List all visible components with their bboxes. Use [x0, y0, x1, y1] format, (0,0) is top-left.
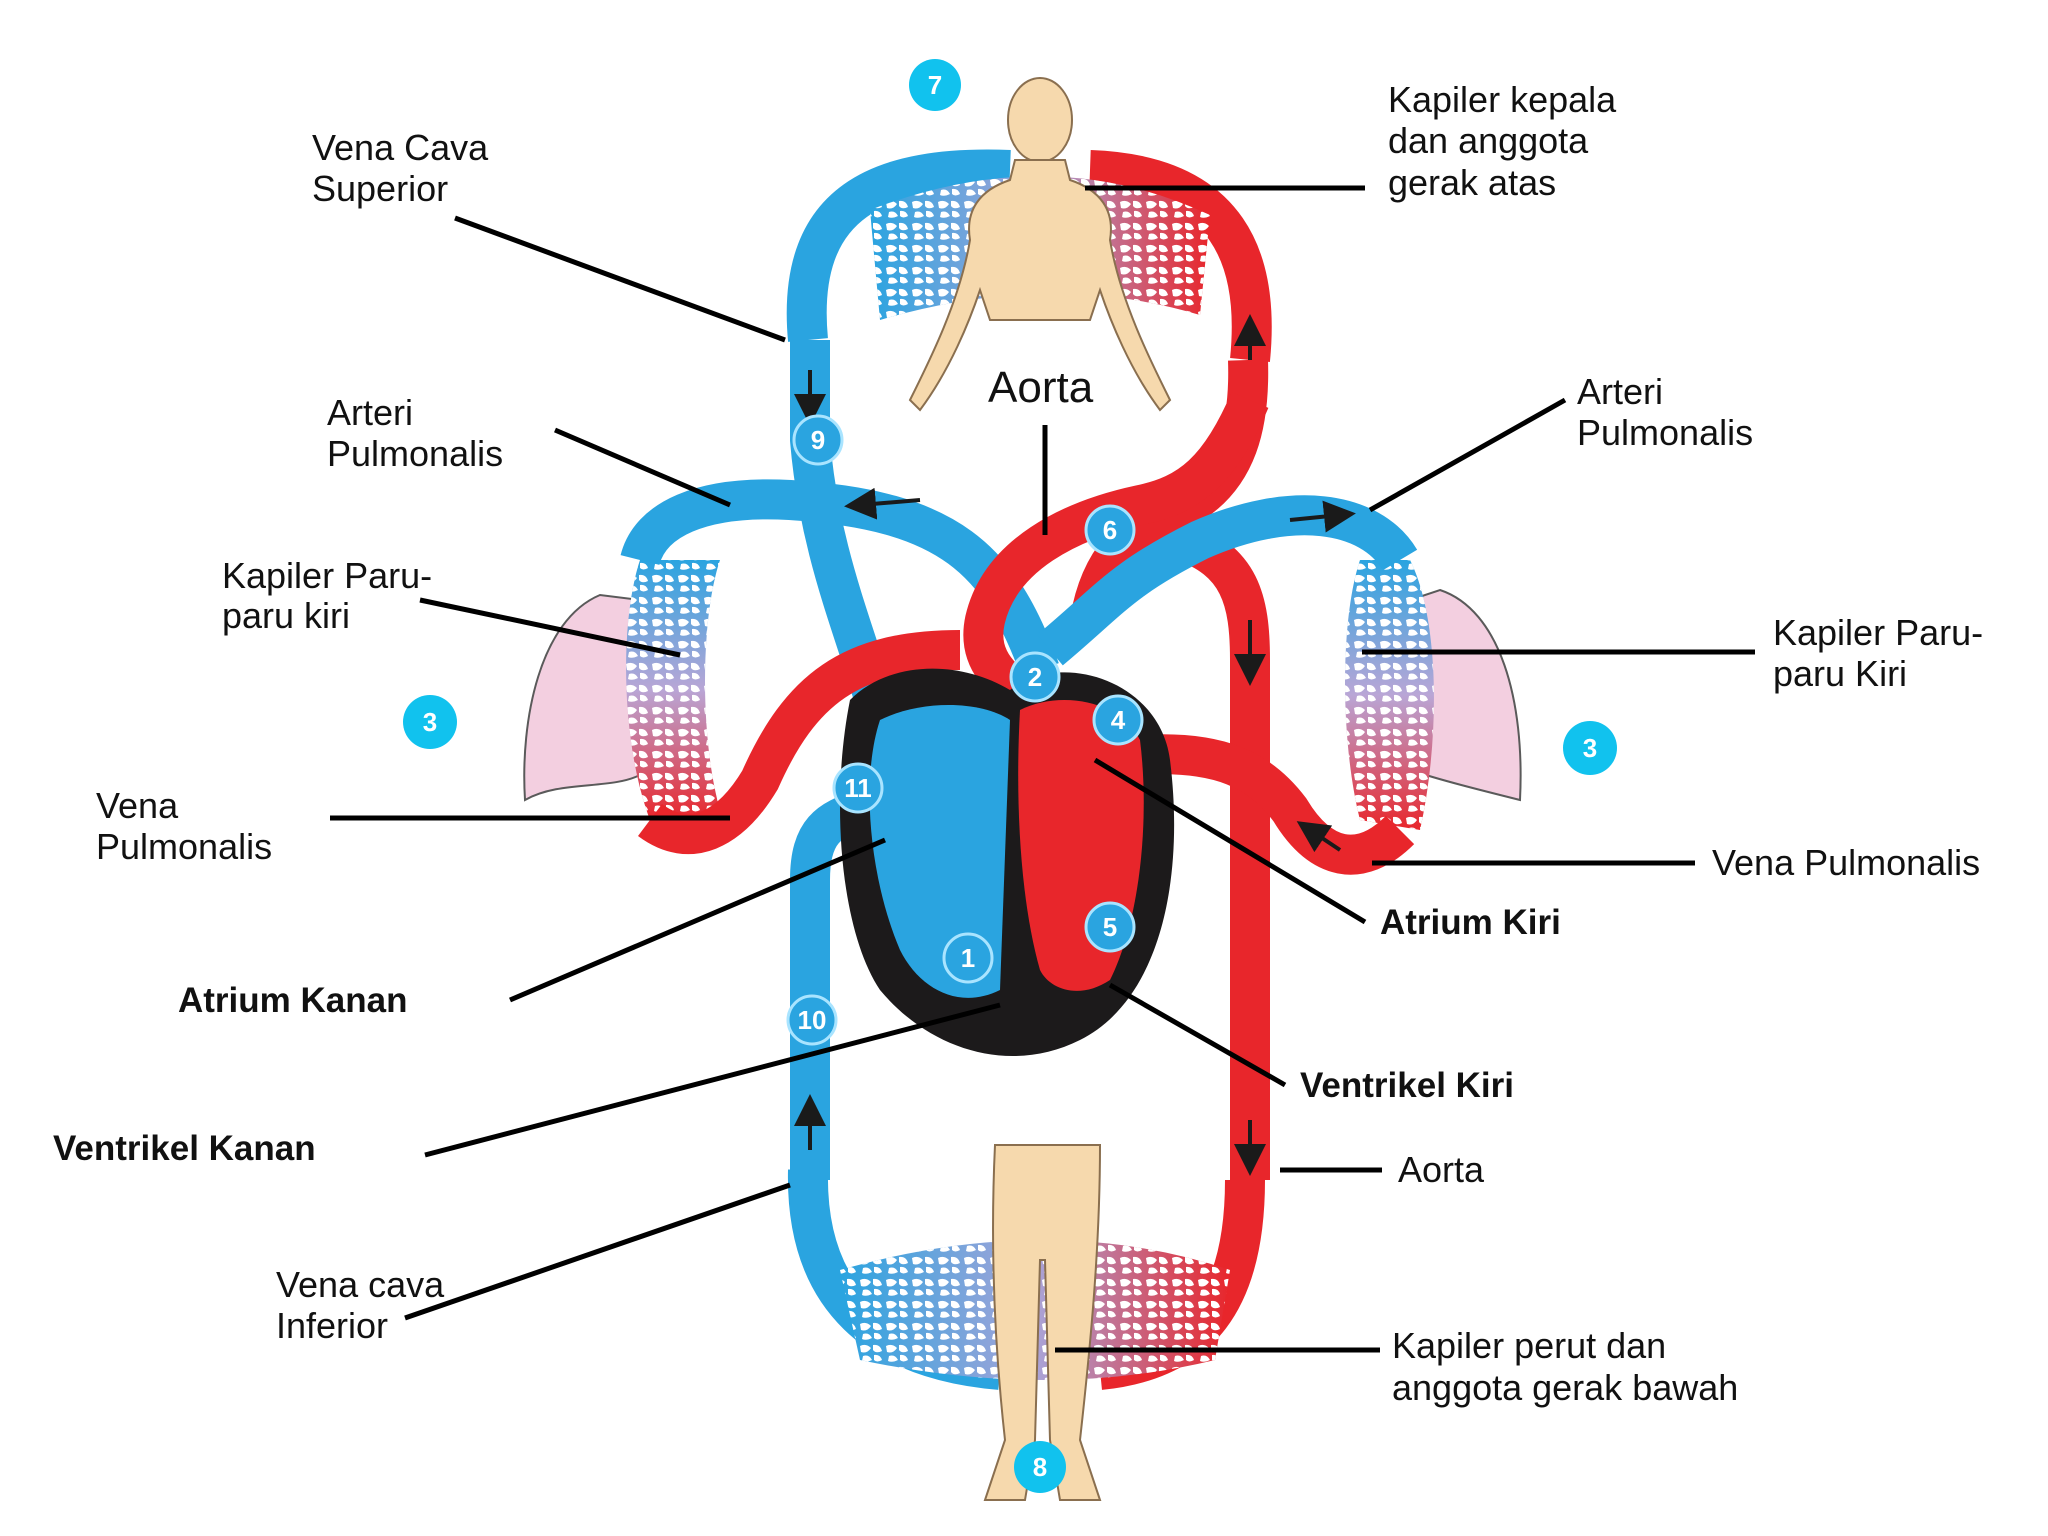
right-lung: [1409, 588, 1522, 802]
markers: 7 9 6 2 4 3 3 11 5 1 10 8: [403, 59, 1617, 1493]
marker-6: 6: [1084, 504, 1136, 556]
svg-text:9: 9: [811, 425, 825, 455]
marker-1: 1: [942, 932, 994, 984]
label-vena-cava-inferior-2: Inferior: [276, 1305, 388, 1346]
label-kapiler-perut-2: anggota gerak bawah: [1392, 1367, 1738, 1408]
label-vena-cava-inferior-1: Vena cava: [276, 1264, 445, 1305]
pulmonary-artery-right-vessel: [1037, 495, 1418, 666]
label-kapiler-perut-1: Kapiler perut dan: [1392, 1325, 1666, 1366]
marker-5: 5: [1084, 901, 1136, 953]
label-atrium-kanan: Atrium Kanan: [178, 981, 407, 1020]
marker-9: 9: [792, 414, 844, 466]
marker-4: 4: [1092, 694, 1144, 746]
svg-text:4: 4: [1111, 705, 1126, 735]
label-arteri-pulmonalis-left-2: Pulmonalis: [327, 433, 503, 474]
label-aorta-bottom: Aorta: [1398, 1149, 1485, 1190]
pulmonary-vein-right-vessel: [1138, 734, 1415, 875]
label-kapiler-paru-left-2: paru kiri: [222, 595, 350, 636]
marker-7: 7: [909, 59, 961, 111]
label-arteri-pulmonalis-right-1: Arteri: [1577, 371, 1663, 412]
label-aorta-top: Aorta: [988, 363, 1094, 412]
label-kapiler-paru-right-1: Kapiler Paru-: [1773, 612, 1983, 653]
label-ventrikel-kiri: Ventrikel Kiri: [1300, 1066, 1514, 1105]
svg-text:3: 3: [1583, 733, 1597, 763]
labels: Vena Cava Superior Kapiler kepala dan an…: [53, 79, 1983, 1408]
label-vena-pulmonalis-left-2: Pulmonalis: [96, 826, 272, 867]
human-figure-lower: [983, 1144, 1102, 1501]
label-kapiler-paru-left-1: Kapiler Paru-: [222, 555, 432, 596]
marker-11: 11: [832, 762, 884, 814]
human-figure-upper: [908, 77, 1172, 412]
left-lung: [523, 593, 641, 802]
label-kapiler-kepala-3: gerak atas: [1388, 162, 1556, 203]
flow-arrows: [794, 314, 1356, 1176]
svg-text:3: 3: [423, 707, 437, 737]
label-atrium-kiri: Atrium Kiri: [1380, 903, 1561, 942]
label-ventrikel-kanan: Ventrikel Kanan: [53, 1129, 316, 1168]
leader-lines: [330, 185, 1755, 1353]
aorta-descending-lower: [1173, 521, 1270, 1180]
svg-text:1: 1: [961, 943, 975, 973]
svg-text:6: 6: [1103, 515, 1117, 545]
left-lung-capillaries: [626, 560, 720, 820]
marker-8: 8: [1014, 1441, 1066, 1493]
label-kapiler-paru-right-2: paru Kiri: [1773, 653, 1907, 694]
marker-10: 10: [786, 994, 838, 1046]
marker-3-right: 3: [1563, 721, 1617, 775]
marker-3-left: 3: [403, 695, 457, 749]
label-kapiler-kepala-2: dan anggota: [1388, 120, 1589, 161]
pulmonary-vein-left-vessel: [638, 630, 961, 855]
label-vena-cava-superior-1: Vena Cava: [312, 127, 489, 168]
svg-text:7: 7: [928, 70, 942, 100]
label-vena-pulmonalis-left-1: Vena: [96, 785, 179, 826]
label-vena-cava-superior-2: Superior: [312, 168, 448, 209]
svg-text:5: 5: [1103, 912, 1117, 942]
svg-text:8: 8: [1033, 1452, 1047, 1482]
svg-text:2: 2: [1028, 662, 1042, 692]
right-lung-capillaries: [1345, 560, 1434, 830]
label-kapiler-kepala-1: Kapiler kepala: [1388, 79, 1617, 120]
label-arteri-pulmonalis-right-2: Pulmonalis: [1577, 412, 1753, 453]
svg-text:11: 11: [844, 773, 872, 803]
label-arteri-pulmonalis-left-1: Arteri: [327, 392, 413, 433]
right-heart-chambers: [869, 705, 1010, 998]
marker-2: 2: [1009, 651, 1061, 703]
label-vena-pulmonalis-right: Vena Pulmonalis: [1712, 842, 1980, 883]
svg-text:10: 10: [798, 1005, 827, 1035]
